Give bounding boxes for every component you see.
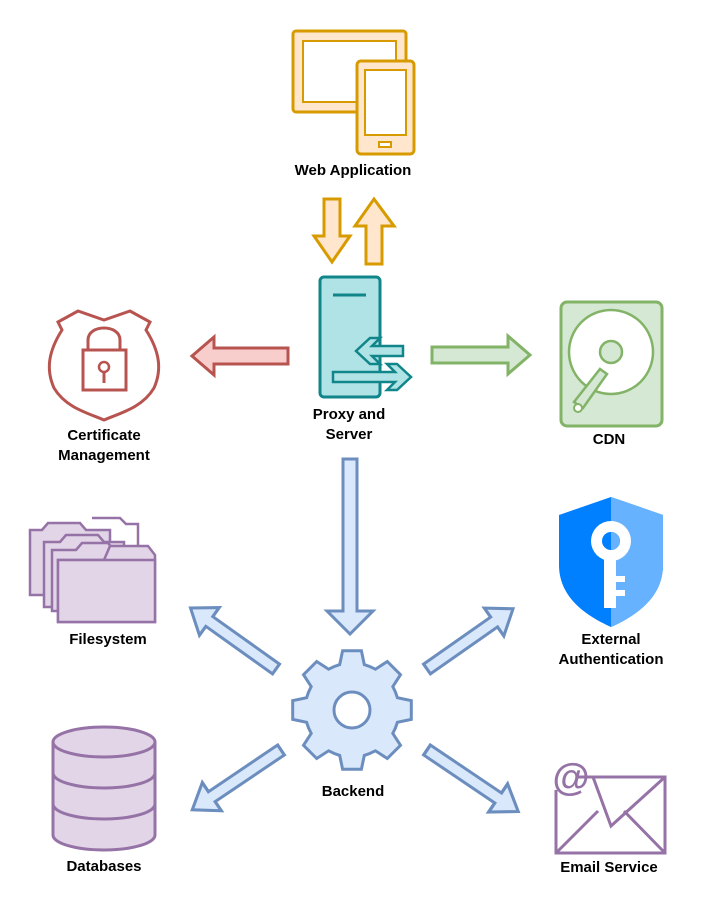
cdn-node: CDN: [559, 300, 664, 448]
external-auth-label-line1: External: [581, 631, 640, 648]
shield-lock-icon: [47, 309, 161, 422]
proxy-label-line1: Proxy and: [313, 406, 386, 423]
arrow-proxy-to-cdn: [430, 332, 533, 378]
database-icon: [51, 725, 157, 852]
certificate-label-line1: Certificate: [67, 427, 140, 444]
svg-text:@: @: [552, 757, 589, 799]
devices-icon: [291, 29, 416, 156]
web-application-label: Web Application: [295, 162, 412, 179]
arrow-proxy-to-certificate: [189, 333, 290, 379]
arrow-backend-to-databases: [181, 734, 293, 826]
proxy-server-node: Proxy and Server: [313, 275, 413, 443]
arrow-backend-to-external-auth: [415, 593, 525, 685]
hard-drive-icon: [559, 300, 664, 428]
databases-node: Databases: [51, 725, 157, 875]
certificate-management-node: Certificate Management: [47, 309, 161, 464]
external-auth-label-line2: Authentication: [559, 651, 664, 668]
arrow-proxy-to-backend: [323, 457, 377, 637]
filesystem-label: Filesystem: [69, 631, 147, 648]
arrow-web-to-proxy: [311, 197, 353, 265]
folders-icon: [28, 516, 157, 624]
backend-node: Backend: [291, 649, 413, 800]
shield-key-icon: [559, 497, 663, 627]
web-application-node: Web Application: [291, 29, 416, 179]
email-service-label: Email Service: [560, 859, 658, 876]
databases-label: Databases: [66, 858, 141, 875]
gear-icon: [291, 649, 413, 771]
proxy-label-line2: Server: [326, 426, 373, 443]
cdn-label: CDN: [593, 431, 626, 448]
arrow-backend-to-email: [415, 734, 530, 828]
external-authentication-node: External Authentication: [559, 497, 664, 668]
arrow-backend-to-filesystem: [179, 592, 288, 685]
email-service-node: @ Email Service: [552, 757, 667, 876]
server-icon: [318, 275, 413, 399]
envelope-at-icon: @: [552, 757, 667, 855]
arrow-proxy-to-web: [352, 196, 397, 266]
backend-label: Backend: [322, 783, 385, 800]
certificate-label-line2: Management: [58, 447, 150, 464]
filesystem-node: Filesystem: [28, 516, 157, 648]
